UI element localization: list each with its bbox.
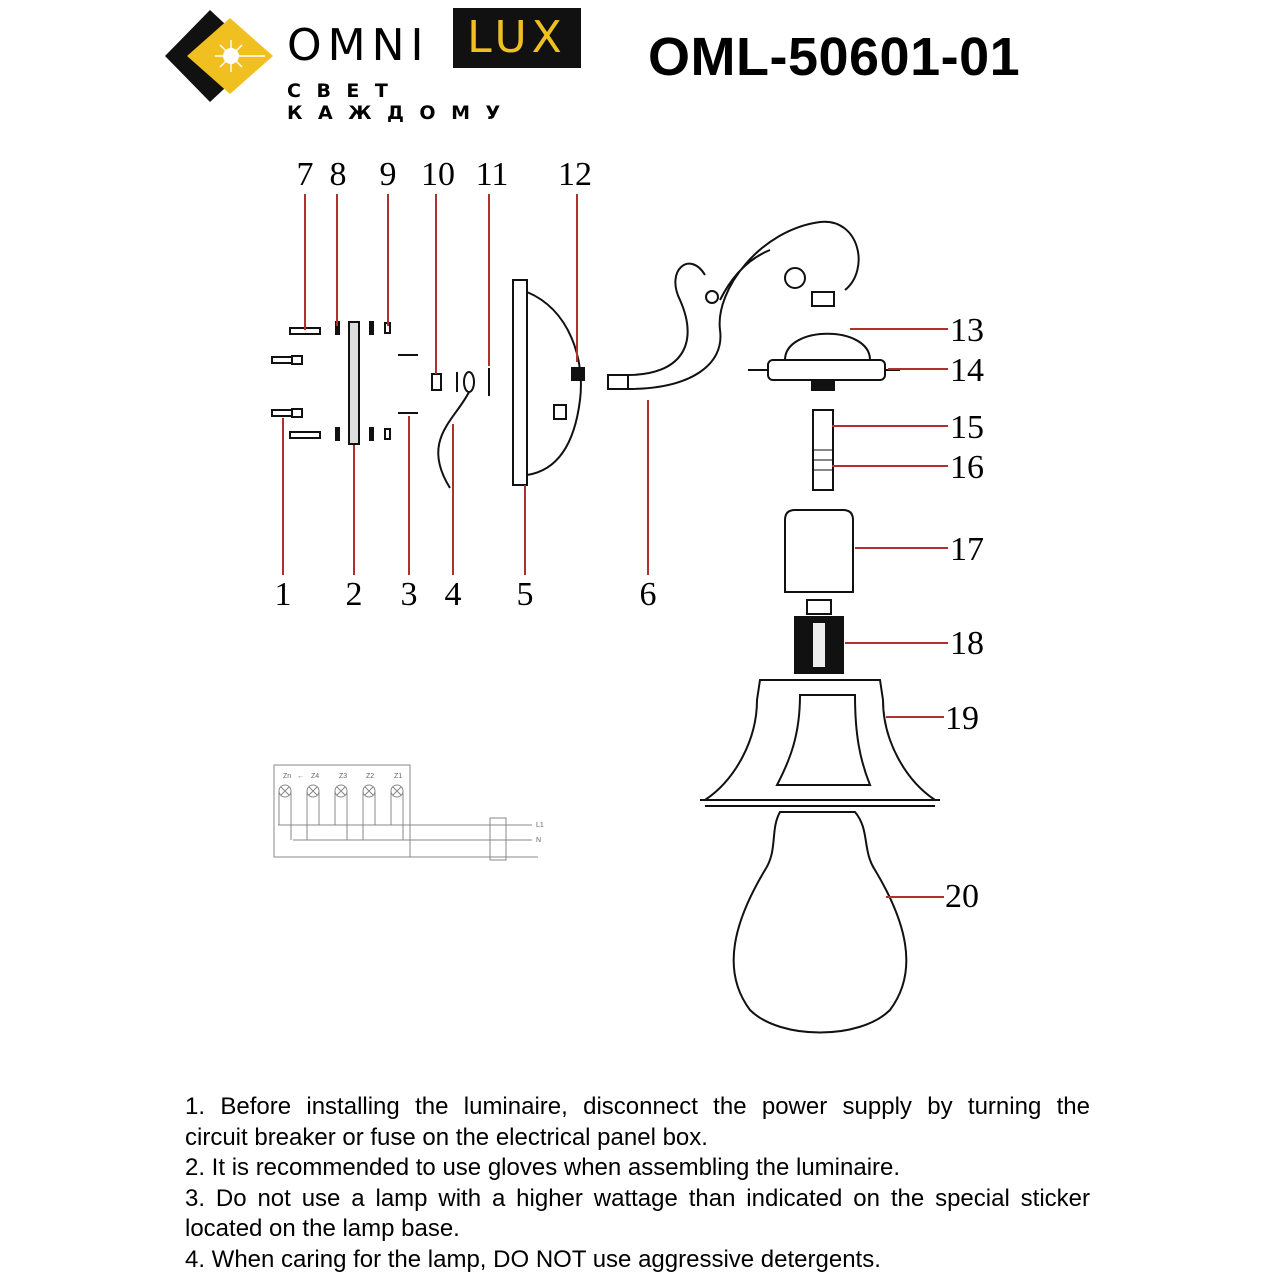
- safety-notes: 1. Before installing the luminaire, disc…: [185, 1092, 1090, 1275]
- note-line: 3. Do not use a lamp with a higher watta…: [185, 1184, 1090, 1212]
- lamp-wire: [278, 786, 292, 840]
- wiring-lamp-label: Z4: [311, 773, 319, 780]
- wiring-lamp-label: Z3: [339, 773, 347, 780]
- lamp-wire: [306, 786, 320, 840]
- part-label: 16: [950, 449, 984, 486]
- brand-lux: LUX: [453, 8, 581, 68]
- part-label: 19: [945, 700, 979, 737]
- logo-mark-icon: [165, 10, 273, 102]
- part-label: 8: [330, 156, 347, 193]
- part-label: 14: [950, 352, 984, 389]
- part-label: 13: [950, 312, 984, 349]
- wiring-lamp-label: Zn: [283, 773, 291, 780]
- note-line: circuit breaker or fuse on the electrica…: [185, 1123, 708, 1151]
- brand-omni: OMNI: [287, 20, 430, 71]
- lamp-wire: [334, 786, 348, 840]
- part-label: 7: [297, 156, 314, 193]
- note-line: located on the lamp base.: [185, 1215, 460, 1242]
- omnilux-logo: OMNI LUX СВЕТ КАЖДОМУ: [165, 8, 585, 124]
- part-label: 6: [640, 576, 657, 613]
- wiring-arrow: ←: [297, 773, 304, 780]
- lamp-wire: [390, 786, 404, 840]
- lamp-wire: [362, 786, 376, 840]
- wiring-diagram: Zn ← Z4 Z3 Z2 Z1 L1 N: [273, 764, 544, 861]
- part-label: 10: [421, 156, 455, 193]
- part-label: 18: [950, 625, 984, 662]
- note-line: 1. Before installing the luminaire, disc…: [185, 1093, 1090, 1120]
- note-line: 4. When caring for the lamp, DO NOT use …: [185, 1245, 881, 1273]
- part-label: 11: [476, 156, 509, 193]
- part-label: 15: [950, 409, 984, 446]
- part-label: 20: [945, 878, 979, 915]
- part-label: 12: [558, 156, 592, 193]
- wiring-terminal-label: N: [536, 837, 541, 844]
- model-number: OML-50601-01: [648, 27, 1021, 87]
- part-label: 17: [950, 531, 984, 568]
- part-label: 5: [517, 576, 534, 613]
- wiring-terminal-label: L1: [536, 822, 544, 829]
- part-drawings: [271, 220, 940, 1034]
- part-label: 2: [346, 576, 363, 613]
- brand-tagline: СВЕТ КАЖДОМУ: [287, 80, 516, 124]
- wiring-lamp-label: Z1: [394, 773, 402, 780]
- part-label: 1: [275, 576, 292, 613]
- leader-lines: [282, 194, 948, 898]
- part-numbers: 7 8 9 10 11 12 1 2 3 4 5 6 13 14 15 16 1…: [275, 156, 985, 915]
- part-label: 4: [445, 576, 462, 613]
- exploded-assembly-diagram: 7 8 9 10 11 12 1 2 3 4 5 6 13 14 15 16 1…: [271, 156, 985, 1034]
- note-line: 2. It is recommended to use gloves when …: [185, 1154, 901, 1181]
- part-label: 9: [380, 156, 397, 193]
- part-label: 3: [401, 576, 418, 613]
- wiring-lamp-label: Z2: [366, 773, 374, 780]
